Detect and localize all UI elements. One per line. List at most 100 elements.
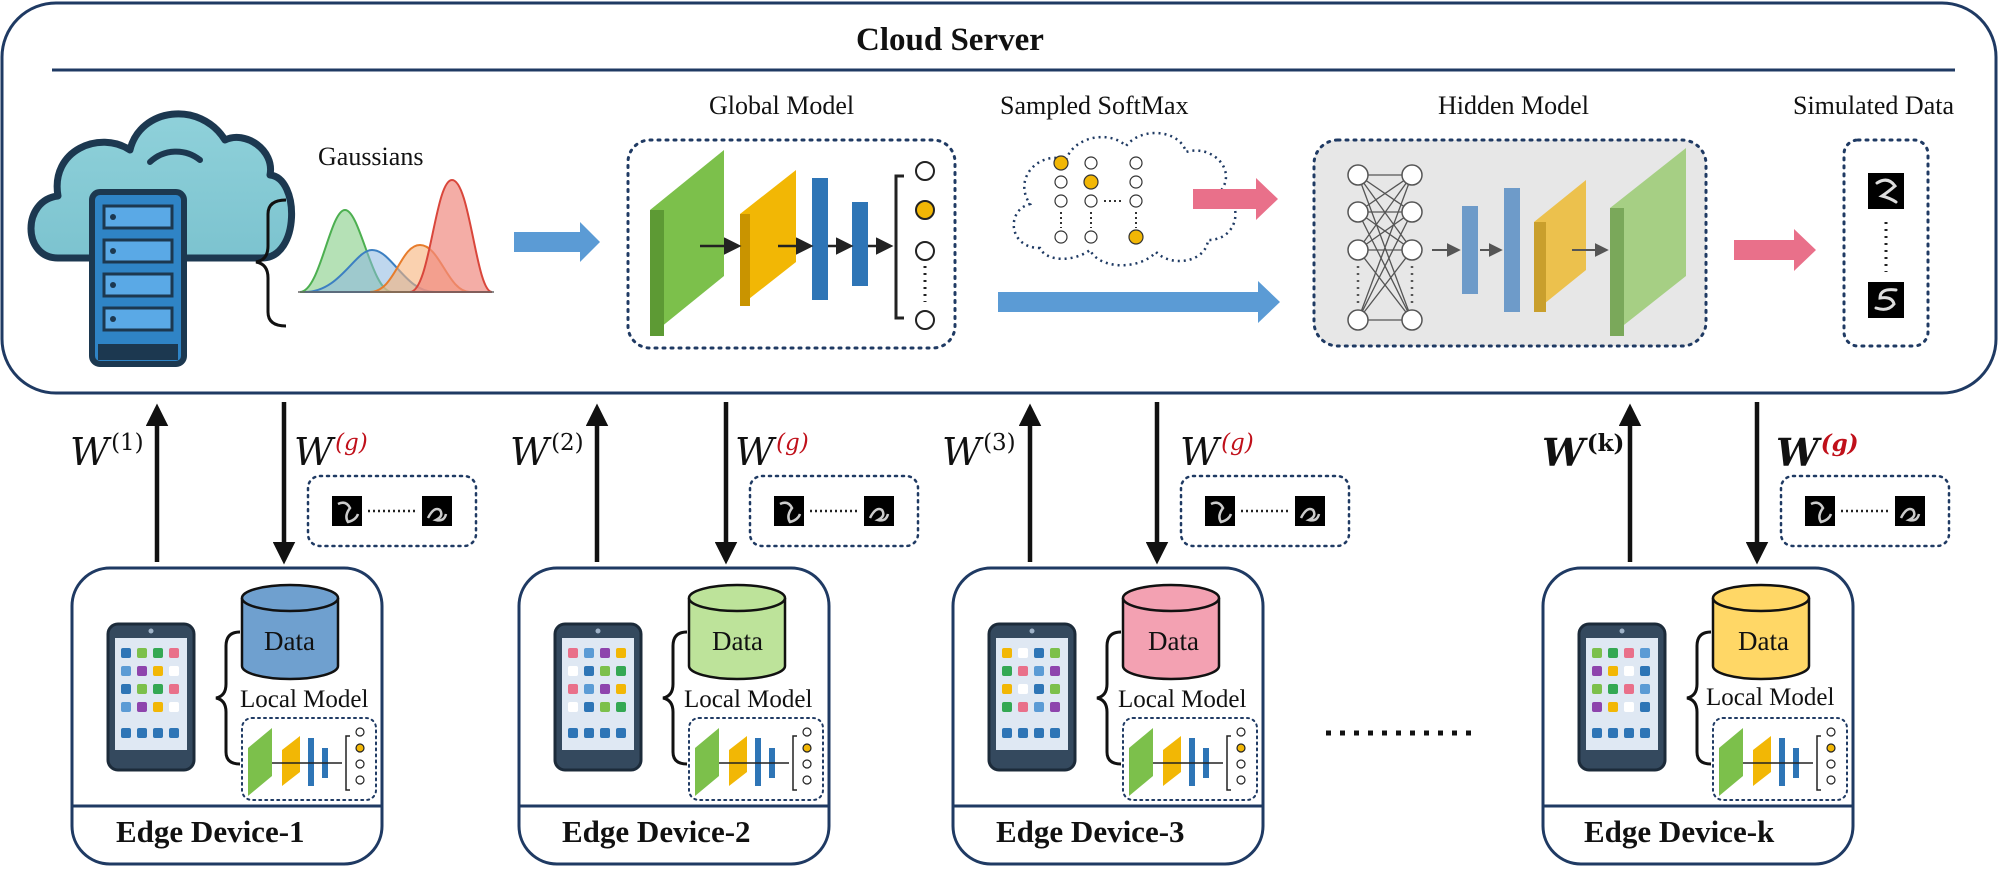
- sim-data-box-3: [1179, 474, 1351, 548]
- device-2-output-bracket: [792, 735, 797, 791]
- device-2-dock-icon: [600, 728, 610, 738]
- device-1-output-node: [355, 759, 365, 769]
- device-1-app-icon: [153, 666, 163, 676]
- device-1-data-label: Data: [264, 626, 315, 656]
- device-4-app-icon: [1592, 702, 1602, 712]
- device-1-app-icon: [169, 684, 179, 694]
- device-1-output-node: [355, 727, 365, 737]
- device-1-layer-conv2: [282, 736, 300, 786]
- weight-down-1: W(g): [294, 430, 368, 474]
- device-1-app-icon: [137, 684, 147, 694]
- device-3-app-icon: [1002, 648, 1012, 658]
- device-4-layer-conv2: [1753, 736, 1771, 786]
- device-2-phone-camera: [595, 628, 601, 634]
- device-3-app-icon: [1034, 702, 1044, 712]
- device-3-output-node: [1236, 743, 1246, 753]
- sim-data-box-2: [748, 474, 920, 548]
- device-2-app-icon: [584, 684, 594, 694]
- device-4-dock-icon: [1624, 728, 1634, 738]
- device-1-app-icon: [137, 702, 147, 712]
- device-2-app-icon: [600, 666, 610, 676]
- device-3-output-node: [1236, 775, 1246, 785]
- device-3-app-icon: [1002, 666, 1012, 676]
- device-1-layer-fc1: [308, 738, 314, 786]
- device-4-output-bracket: [1816, 735, 1821, 791]
- weight-up-k: W(k): [1542, 430, 1625, 475]
- sim-glyph-a-2: [779, 501, 802, 524]
- device-1-app-icon: [153, 702, 163, 712]
- device-3-app-icon: [1002, 702, 1012, 712]
- device-4-dock-icon: [1640, 728, 1650, 738]
- device-2-app-icon: [568, 684, 578, 694]
- device-2-output-node: [802, 759, 812, 769]
- sampled-softmax-label: Sampled SoftMax: [1000, 91, 1189, 120]
- device-2-app-icon: [616, 684, 626, 694]
- device-2-layer-conv1: [695, 728, 719, 796]
- device-2-dock-icon: [584, 728, 594, 738]
- weight-down-k: W(g): [1776, 430, 1859, 475]
- sim-glyph-b-1: [426, 507, 448, 522]
- device-4-phone-camera: [1619, 628, 1625, 634]
- device-3-app-icon: [1050, 702, 1060, 712]
- device-1-app-icon: [121, 684, 131, 694]
- device-2-dock-icon: [616, 728, 626, 738]
- device-1-app-icon: [121, 648, 131, 658]
- device-4-output-node: [1826, 727, 1836, 737]
- device-1-brace: [215, 630, 241, 766]
- device-3-database-icon: [1121, 598, 1221, 681]
- device-3-layer-conv1: [1129, 728, 1153, 796]
- device-1-title: Edge Device-1: [116, 814, 305, 849]
- device-4-brace: [1686, 630, 1712, 766]
- device-4-app-icon: [1592, 684, 1602, 694]
- device-4-app-icon: [1624, 648, 1634, 658]
- device-2-app-icon: [616, 666, 626, 676]
- device-1-app-icon: [121, 666, 131, 676]
- device-3-app-icon: [1034, 648, 1044, 658]
- device-4-app-icon: [1592, 666, 1602, 676]
- arrow-softmax-to-hidden: [1193, 178, 1278, 220]
- device-4-app-icon: [1608, 684, 1618, 694]
- sim-data-box-4: [1779, 474, 1951, 548]
- gaussians-brace: [255, 198, 287, 328]
- device-1-database-icon: [240, 598, 340, 681]
- device-2-app-icon: [584, 702, 594, 712]
- device-3-database-top: [1121, 583, 1221, 613]
- global-model-network: [650, 150, 935, 336]
- device-2-app-icon: [568, 666, 578, 676]
- device-1-database-top: [240, 583, 340, 613]
- device-2-layer-conv2: [729, 736, 747, 786]
- sim-glyph-b-3: [1299, 507, 1321, 522]
- device-4-dock-icon: [1592, 728, 1602, 738]
- device-3-layer-conv2: [1163, 736, 1181, 786]
- device-4-database-icon: [1711, 598, 1811, 681]
- device-3-dock-icon: [1018, 728, 1028, 738]
- sim-data-box-1: [306, 474, 478, 548]
- device-3-app-icon: [1018, 684, 1028, 694]
- device-4-app-icon: [1624, 684, 1634, 694]
- device-k-data-label: Data: [1738, 626, 1789, 656]
- device-3-app-icon: [1034, 666, 1044, 676]
- device-4-app-icon: [1608, 648, 1618, 658]
- sim-sample-b-4: [1895, 496, 1925, 526]
- device-1-app-icon: [153, 684, 163, 694]
- device-2-data-label: Data: [712, 626, 763, 656]
- device-3-app-icon: [1050, 666, 1060, 676]
- device-3-dock-icon: [1050, 728, 1060, 738]
- device-2-database-top: [687, 583, 787, 613]
- device-2-output-node: [802, 727, 812, 737]
- device-3-output-node: [1236, 759, 1246, 769]
- device-1-phone-camera: [148, 628, 154, 634]
- device-2-app-icon: [568, 648, 578, 658]
- device-4-app-icon: [1640, 666, 1650, 676]
- device-4-output-node: [1826, 743, 1836, 753]
- sim-glyph-a-1: [337, 501, 360, 524]
- sim-glyph-a-4: [1810, 501, 1833, 524]
- gaussians-plot: [298, 178, 494, 293]
- weight-down-2: W(g): [735, 430, 809, 474]
- hidden-model-label: Hidden Model: [1438, 91, 1589, 120]
- device-4-app-icon: [1640, 648, 1650, 658]
- device-3-dock-icon: [1034, 728, 1044, 738]
- device-4-app-icon: [1608, 702, 1618, 712]
- device-2-layer-fc1: [755, 738, 761, 786]
- device-1-app-icon: [137, 648, 147, 658]
